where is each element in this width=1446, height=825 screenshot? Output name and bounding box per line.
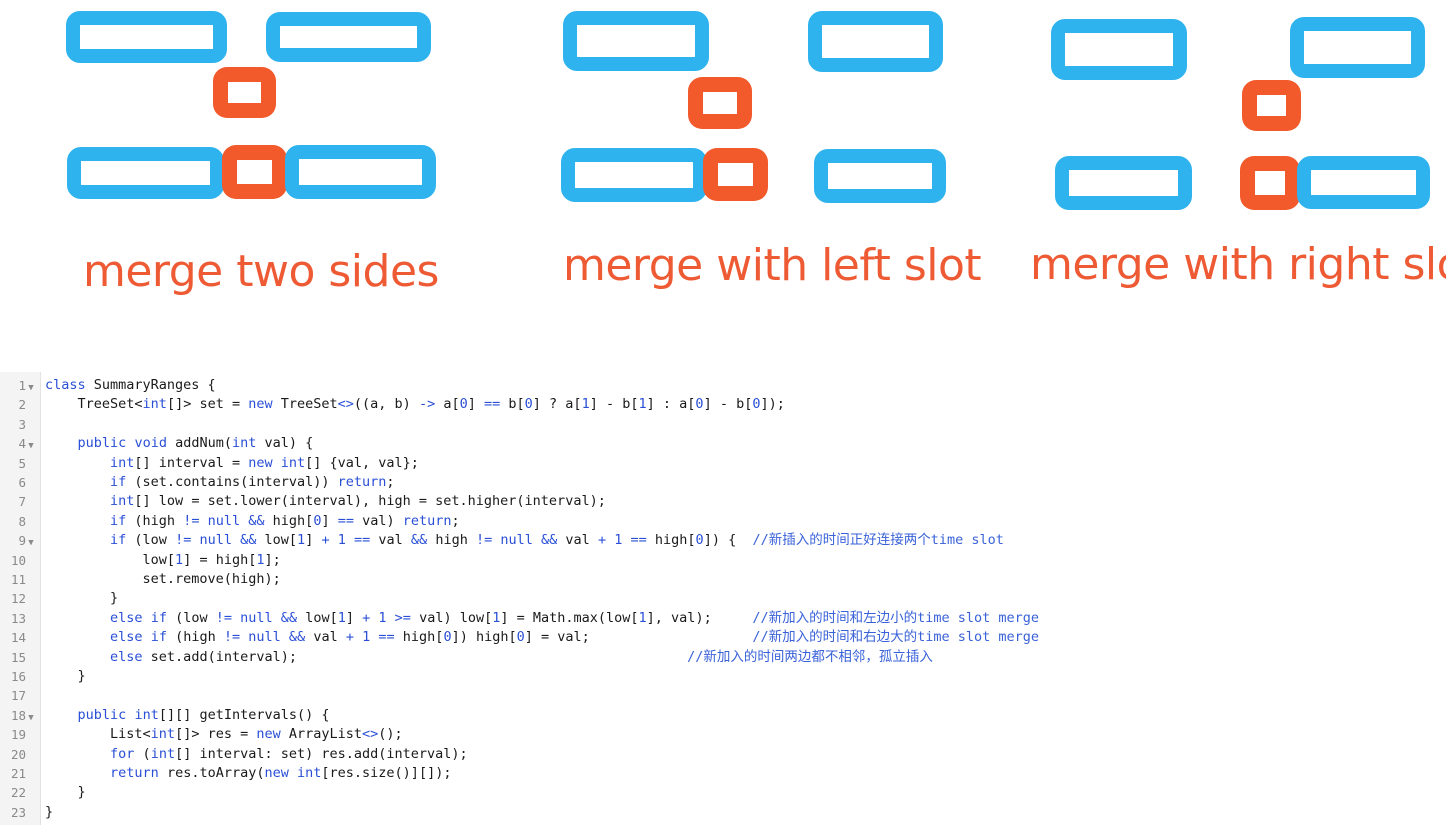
merge-diagram: merge two sides merge with left slot mer…	[0, 0, 1446, 370]
code-text: int[] interval = new int[] {val, val};	[110, 454, 419, 471]
code-text: }	[45, 784, 86, 801]
code-text: set.remove(high);	[45, 571, 281, 587]
code-text: low[1] = high[1];	[45, 551, 281, 568]
existing-slot	[1051, 19, 1187, 80]
line-number: 11	[10, 572, 26, 587]
code-line: 6 if (set.contains(interval)) return;	[0, 473, 1095, 492]
existing-slot	[814, 149, 946, 203]
code-text: if (low != null && low[1] + 1 == val && …	[110, 532, 1004, 549]
existing-slot	[808, 11, 943, 72]
new-slot	[688, 77, 752, 129]
existing-slot	[266, 12, 431, 62]
code-line: 11 set.remove(high);	[0, 570, 1095, 589]
code-line: 18▼ public int[][] getIntervals() {	[0, 706, 1095, 725]
code-text: else if (low != null && low[1] + 1 >= va…	[110, 609, 1040, 626]
code-line: 14 else if (high != null && val + 1 == h…	[0, 628, 1095, 647]
line-number: 19	[10, 727, 26, 743]
merged-right-slot	[285, 145, 436, 199]
code-line: 9▼ if (low != null && low[1] + 1 == val …	[0, 531, 1095, 550]
existing-slot	[66, 11, 227, 63]
existing-slot	[563, 11, 709, 71]
code-line: 2 TreeSet<int[]> set = new TreeSet<>((a,…	[0, 395, 1095, 414]
fold-toggle-icon[interactable]: ▼	[28, 712, 34, 723]
new-slot	[1242, 80, 1301, 131]
code-editor[interactable]: 1▼class SummaryRanges {2 TreeSet<int[]> …	[0, 372, 1095, 825]
code-line: 21 return res.toArray(new int[res.size()…	[0, 764, 1095, 783]
code-text: for (int[] interval: set) res.add(interv…	[110, 745, 468, 762]
line-number: 16	[10, 669, 26, 684]
code-line: 8 if (high != null && high[0] == val) re…	[0, 512, 1095, 531]
fold-toggle-icon[interactable]: ▼	[28, 538, 34, 549]
line-number: 12	[10, 591, 26, 607]
line-number: 21	[10, 766, 26, 781]
line-number: 8	[18, 513, 26, 529]
merged-new-slot	[222, 145, 287, 199]
line-number: 9	[18, 533, 26, 549]
line-number: 5	[18, 455, 26, 471]
code-line: 12 }	[0, 589, 1095, 608]
line-number: 15	[10, 649, 26, 665]
code-text: }	[45, 803, 54, 820]
caption-merge-two-sides: merge two sides	[83, 246, 439, 297]
merged-left-slot	[67, 147, 224, 199]
merged-new-slot	[1240, 156, 1300, 210]
code-text: return res.toArray(new int[res.size()][]…	[110, 765, 452, 781]
line-number: 10	[10, 552, 26, 568]
code-line: 17	[0, 686, 1095, 705]
line-number: 2	[18, 397, 26, 413]
line-number-gutter	[0, 372, 41, 825]
code-comment: //新加入的时间和左边小的time slot merge	[711, 609, 1040, 626]
code-text: class SummaryRanges {	[45, 377, 216, 393]
code-line: 4▼ public void addNum(int val) {	[0, 434, 1095, 453]
code-text: int[] low = set.lower(interval), high = …	[110, 493, 606, 510]
code-line: 5 int[] interval = new int[] {val, val};	[0, 454, 1095, 473]
line-number: 1	[18, 378, 26, 393]
caption-merge-right: merge with right slot	[1030, 239, 1446, 290]
merged-right-slot	[1297, 156, 1430, 209]
line-number: 22	[10, 785, 26, 801]
existing-slot	[1290, 17, 1425, 78]
code-line: 19 List<int[]> res = new ArrayList<>();	[0, 725, 1095, 744]
code-text: List<int[]> res = new ArrayList<>();	[45, 726, 403, 743]
code-text: else set.add(interval); //新加入的时间两边都不相邻，孤…	[110, 648, 933, 665]
code-line: 10 low[1] = high[1];	[0, 551, 1095, 570]
code-text: public void addNum(int val) {	[77, 435, 314, 452]
line-number: 18	[10, 707, 26, 723]
line-number: 17	[10, 688, 26, 704]
line-number: 7	[18, 494, 26, 510]
line-number: 3	[18, 416, 26, 432]
line-number: 13	[10, 610, 26, 626]
code-text: public int[][] getIntervals() {	[77, 706, 330, 723]
line-number: 14	[10, 630, 26, 646]
code-text: else if (high != null && val + 1 == high…	[110, 629, 1040, 646]
new-slot	[213, 67, 276, 118]
code-text: TreeSet<int[]> set = new TreeSet<>((a, b…	[45, 396, 785, 413]
merged-new-slot	[703, 148, 768, 201]
code-comment: //新加入的时间和右边大的time slot merge	[589, 629, 1040, 646]
code-line: 13 else if (low != null && low[1] + 1 >=…	[0, 609, 1095, 628]
code-line: 7 int[] low = set.lower(interval), high …	[0, 492, 1095, 511]
line-number: 20	[10, 746, 26, 762]
code-line: 3	[0, 415, 1095, 434]
code-text: }	[45, 590, 119, 607]
code-line: 20 for (int[] interval: set) res.add(int…	[0, 745, 1095, 764]
code-line: 1▼ class SummaryRanges {	[0, 376, 1095, 395]
code-text: if (high != null && high[0] == val) retu…	[110, 512, 460, 529]
line-number: 6	[18, 475, 26, 490]
line-number: 4	[18, 436, 26, 452]
code-text: if (set.contains(interval)) return;	[110, 474, 395, 490]
code-line: 16 }	[0, 667, 1095, 686]
existing-slot	[1055, 156, 1192, 210]
code-comment: //新加入的时间两边都不相邻，孤立插入	[296, 648, 933, 665]
merged-left-slot	[561, 148, 707, 202]
code-line: 22 }	[0, 783, 1095, 802]
code-line: 15 else set.add(interval); //新加入的时间两边都不相…	[0, 648, 1095, 667]
fold-toggle-icon[interactable]: ▼	[28, 383, 34, 393]
code-comment: //新插入的时间正好连接两个time slot	[736, 532, 1004, 549]
caption-merge-left: merge with left slot	[563, 240, 982, 291]
code-text: }	[45, 668, 86, 684]
line-number: 23	[10, 804, 26, 820]
fold-toggle-icon[interactable]: ▼	[28, 441, 34, 452]
code-line: 23}	[0, 803, 1095, 822]
